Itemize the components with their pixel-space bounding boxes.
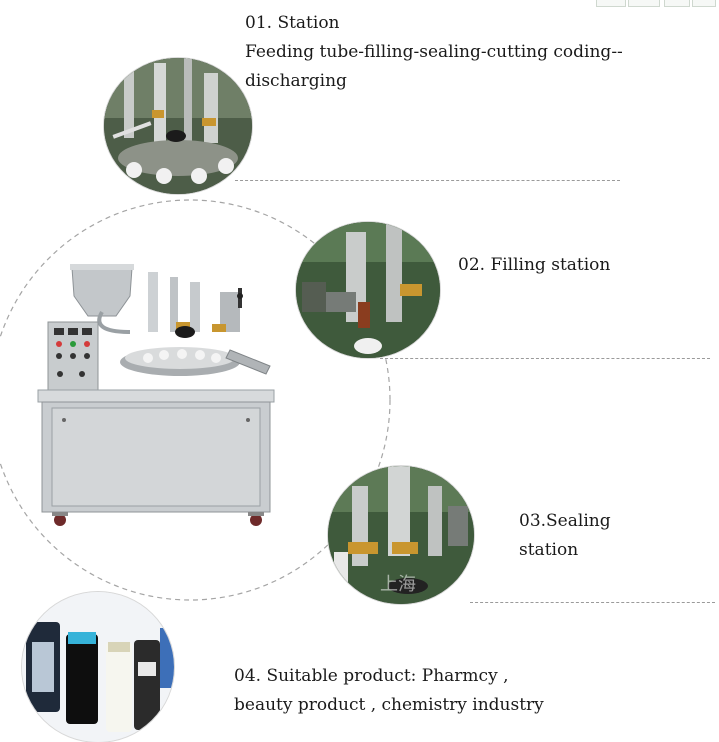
top-tab-3[interactable] xyxy=(664,0,690,7)
station-2-title: 02. Filling station xyxy=(458,255,611,275)
station-2-photo xyxy=(296,222,440,358)
products-line-1: 04. Suitable product: Pharmcy , xyxy=(234,666,509,686)
top-tab-1[interactable] xyxy=(596,0,626,7)
station-3-title-line-2: station xyxy=(519,540,579,560)
watermark-text: 上海 xyxy=(380,574,416,595)
station-1-photo xyxy=(104,58,252,194)
products-line-2: beauty product , chemistry industry xyxy=(234,695,544,715)
station-1-title: 01. Station xyxy=(245,13,340,33)
top-tab-4[interactable] xyxy=(692,0,716,7)
tube-filling-machine-image xyxy=(30,262,280,532)
top-tab-2[interactable] xyxy=(628,0,660,7)
products-photo xyxy=(22,592,174,742)
connector-line-2 xyxy=(380,358,710,359)
station-3-photo xyxy=(328,466,474,604)
station-1-line-2: discharging xyxy=(245,71,347,91)
connector-line-1 xyxy=(235,180,620,181)
station-1-line-1: Feeding tube-filling-sealing-cutting cod… xyxy=(245,42,623,62)
connector-line-3 xyxy=(470,602,715,603)
dashed-orbit-circle xyxy=(0,199,391,601)
station-3-title-line-1: 03.Sealing xyxy=(519,511,611,531)
